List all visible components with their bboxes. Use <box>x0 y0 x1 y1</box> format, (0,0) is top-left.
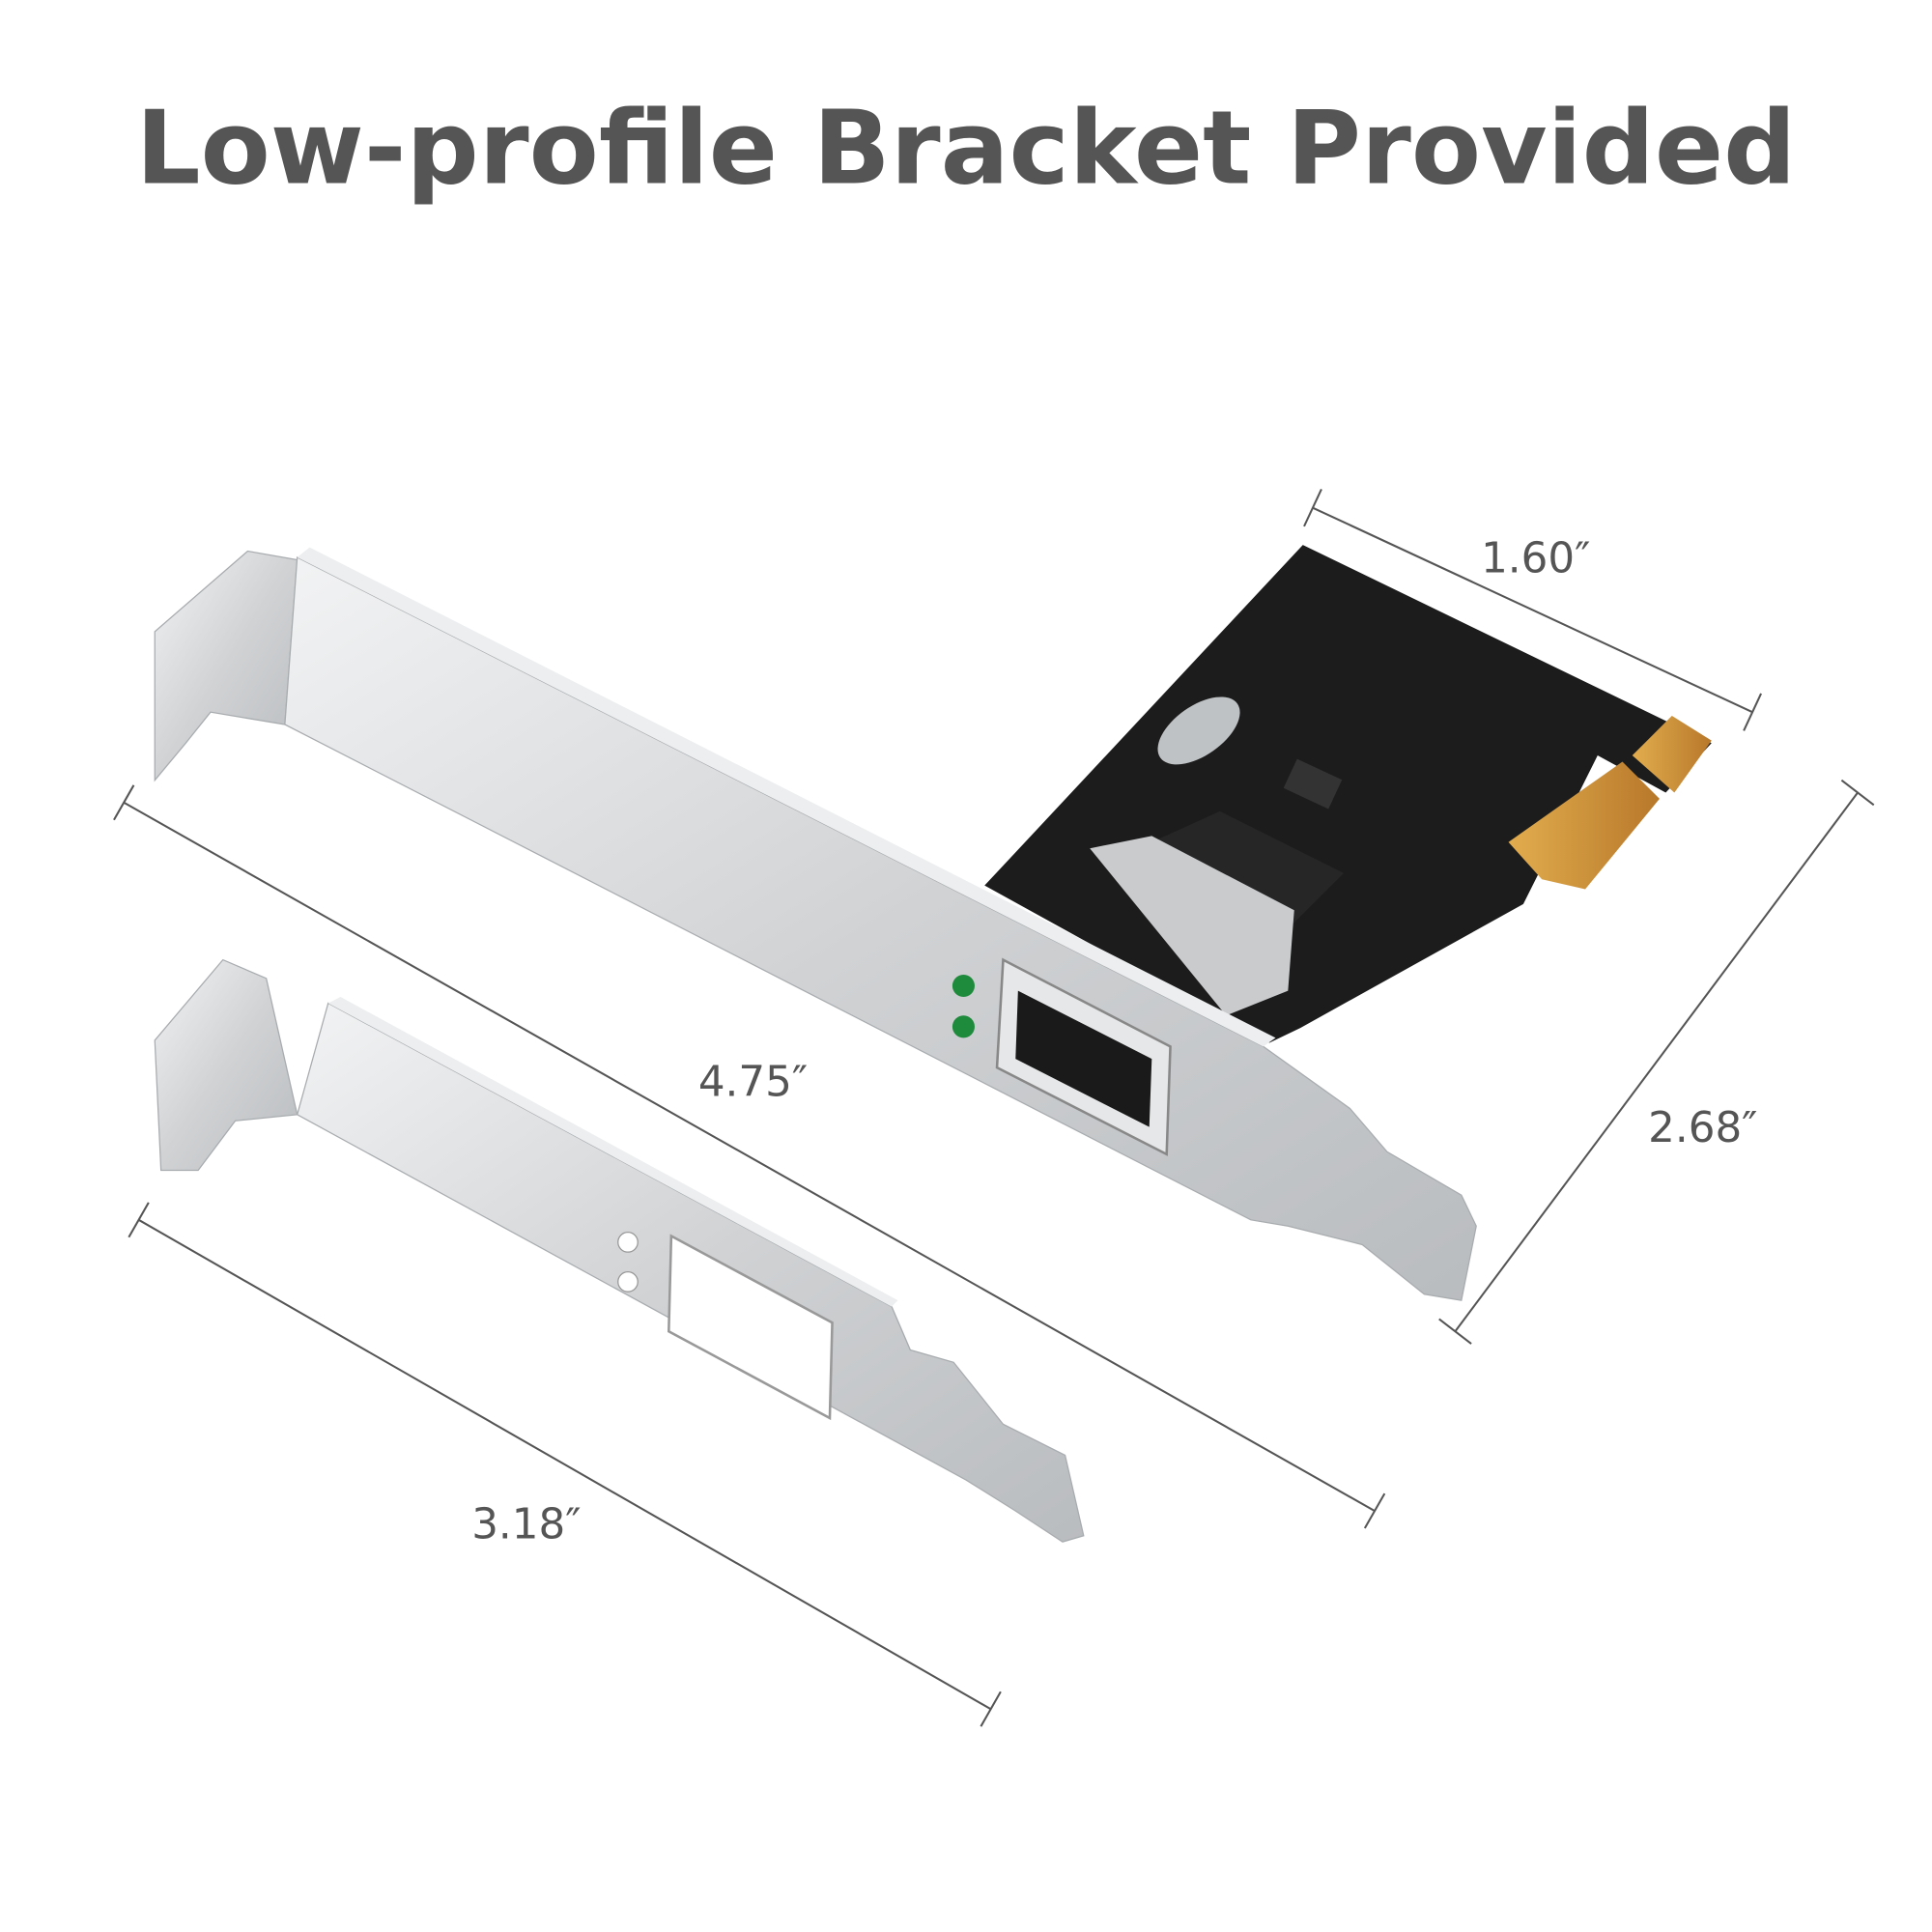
network-card <box>984 545 1712 1043</box>
low-profile-fold <box>327 997 898 1307</box>
pcb-depth-label: 1.60″ <box>1481 534 1590 582</box>
low-profile-port-cutout <box>668 1234 834 1421</box>
dimension-line-low-profile-bracket <box>128 1202 1002 1727</box>
led-indicator-2 <box>952 1015 975 1038</box>
gold-fingers-short <box>1632 716 1712 793</box>
transformer <box>1151 810 1345 929</box>
dimension-line-full-bracket <box>113 784 1386 1529</box>
led-hole-2 <box>617 1271 639 1293</box>
dimension-line-card-height <box>1438 779 1875 1345</box>
bracket-fold <box>297 547 1276 1047</box>
full-bracket-length-label: 4.75″ <box>698 1059 808 1107</box>
bracket-left-tab <box>154 550 298 782</box>
page-title: Low-profile Bracket Provided <box>136 89 1797 208</box>
led-hole-1 <box>617 1232 639 1253</box>
low-profile-left-tab <box>154 958 298 1172</box>
bracket-face <box>284 555 1477 1301</box>
rj45-housing-side <box>1090 836 1294 1016</box>
led-indicator-1 <box>952 974 975 998</box>
dimension-line-pcb-depth <box>1303 488 1763 731</box>
rj45-socket-opening <box>1015 990 1152 1127</box>
crystal-oscillator <box>1157 696 1240 765</box>
low-profile-bracket <box>154 958 1085 1543</box>
card-height-label: 2.68″ <box>1648 1104 1757 1152</box>
low-profile-bracket-length-label: 3.18″ <box>471 1500 581 1548</box>
controller-chip <box>1283 758 1343 810</box>
full-height-bracket <box>154 547 1477 1301</box>
gold-fingers-long <box>1508 761 1660 890</box>
